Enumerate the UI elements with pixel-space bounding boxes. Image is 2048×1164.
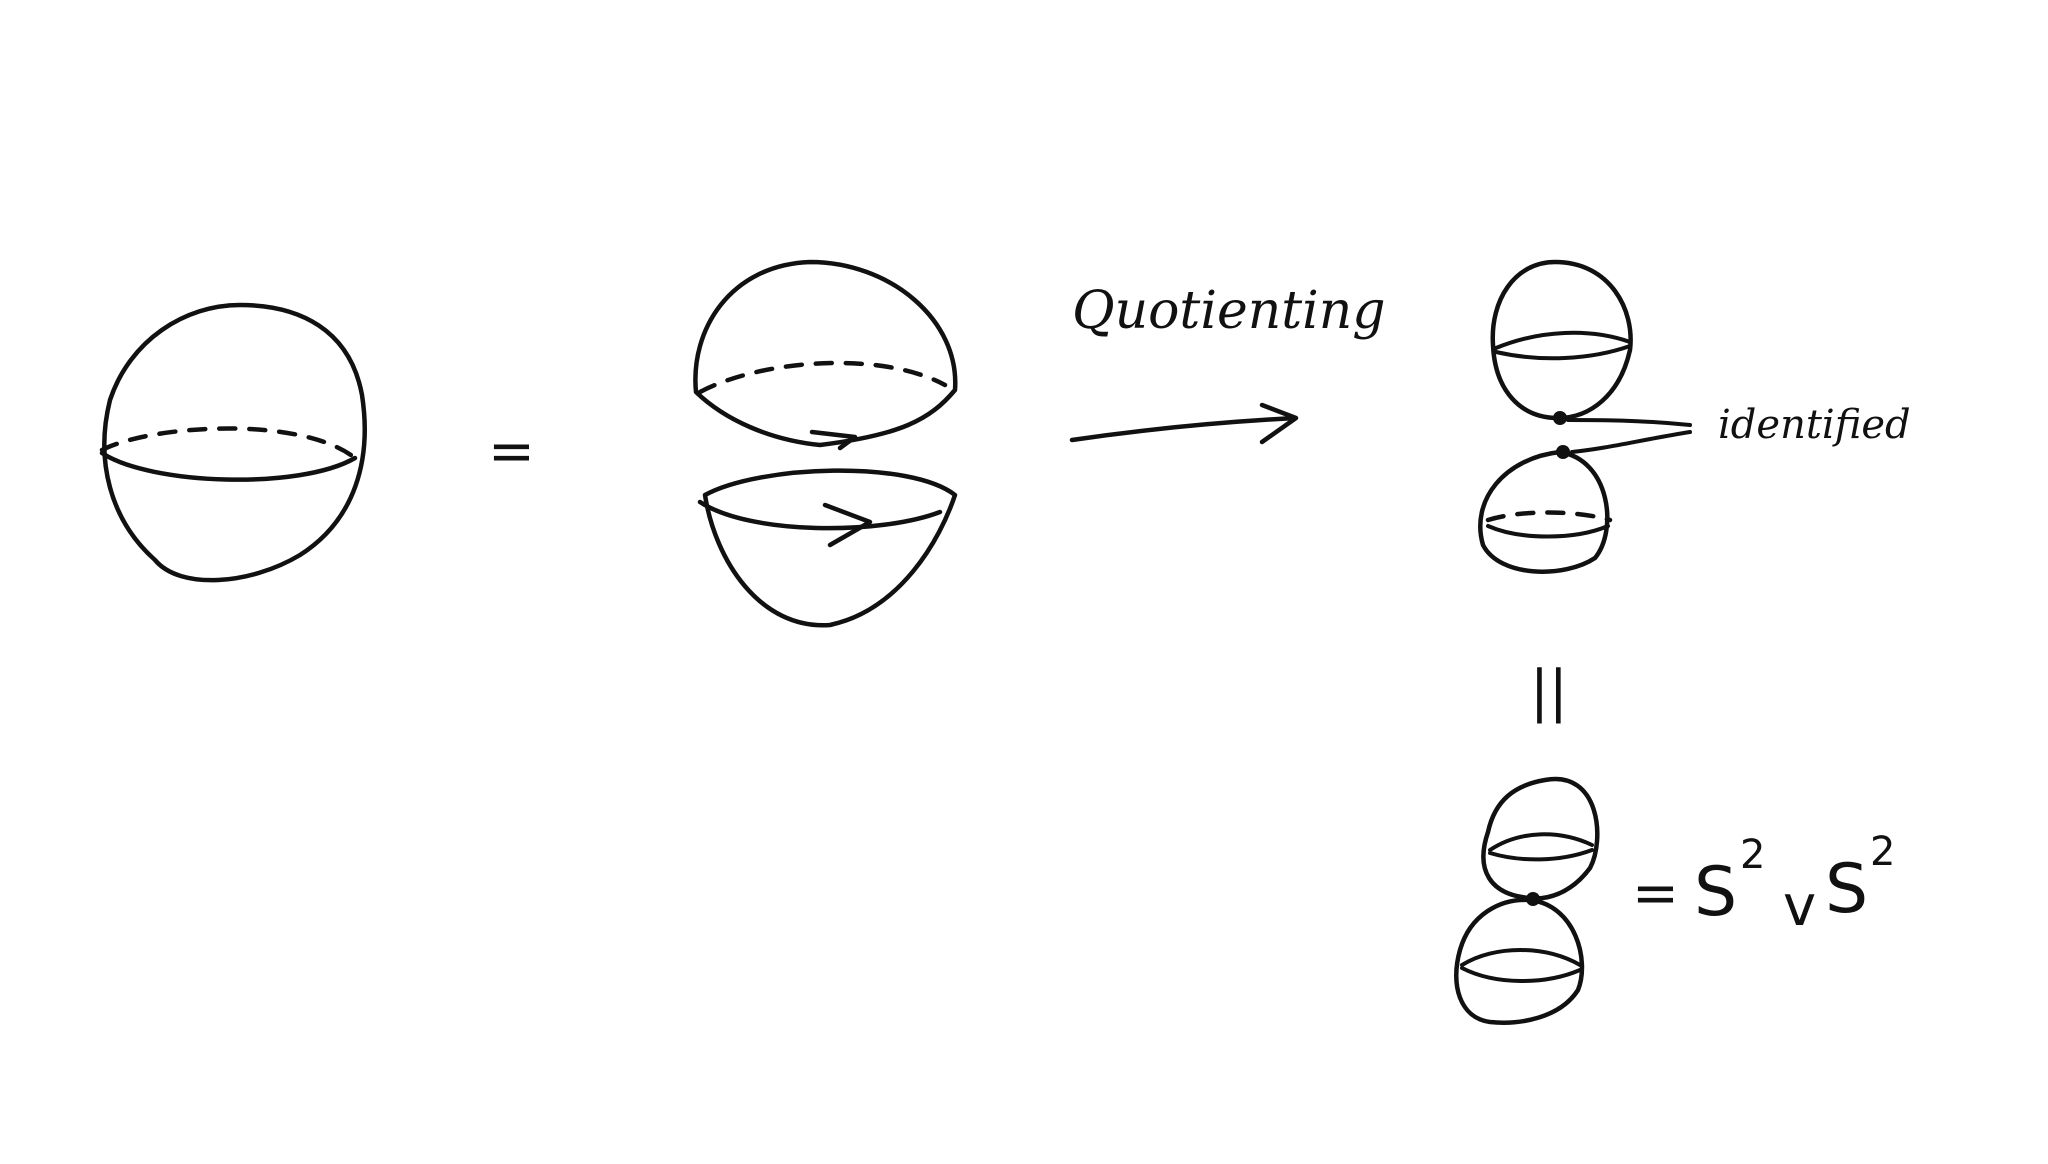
- identified-point-lower: [1556, 445, 1570, 459]
- formula-equals: =: [1632, 861, 1679, 926]
- formula-s-first: S: [1694, 853, 1737, 932]
- formula-exp-first: 2: [1740, 832, 1765, 878]
- upper-hemisphere: [693, 259, 958, 451]
- identified-arrows: [1566, 418, 1692, 454]
- formula-wedge-symbol: v: [1783, 874, 1816, 939]
- wedge-point: [1526, 892, 1540, 906]
- map-arrow: [1069, 402, 1299, 445]
- quotienting-label: Quotienting: [1072, 281, 1386, 341]
- identified-point-upper: [1553, 411, 1567, 425]
- formula-exp-second: 2: [1870, 829, 1895, 875]
- wedge-upper-sphere: [1481, 776, 1600, 901]
- equals-sign: =: [488, 419, 535, 484]
- sphere-whole: [99, 302, 367, 583]
- quotient-lower-sphere: [1478, 449, 1613, 574]
- formula-s-second: S: [1825, 850, 1868, 929]
- lower-hemisphere: [697, 468, 958, 628]
- vertical-equals-sign: ||: [1530, 659, 1568, 724]
- wedge-lower-sphere: [1454, 897, 1585, 1025]
- quotient-upper-sphere: [1490, 259, 1633, 421]
- wedge-formula: = S 2 v S 2: [1632, 829, 1895, 939]
- identified-label: identified: [1718, 402, 1911, 448]
